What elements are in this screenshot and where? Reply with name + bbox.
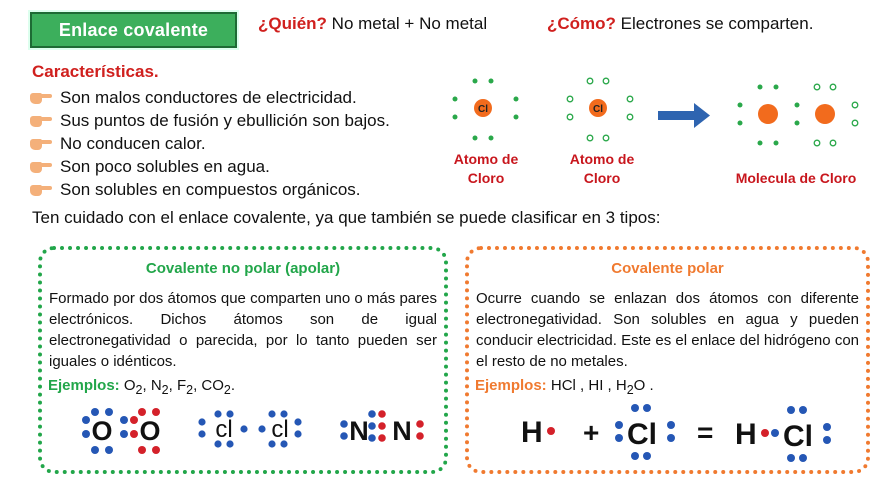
list-item: Son poco solubles en agua. bbox=[30, 155, 390, 178]
cl2-lewis-structure: cl cl bbox=[198, 410, 302, 448]
pointing-hand-icon bbox=[30, 183, 52, 197]
o-symbol-1: O bbox=[91, 416, 112, 446]
nonpolar-box: Covalente no polar (apolar) Formado por … bbox=[38, 246, 448, 474]
hcl-lewis-equation: H + Cl = H Cl bbox=[521, 404, 831, 462]
title-badge: Enlace covalente bbox=[30, 12, 237, 48]
list-item: No conducen calor. bbox=[30, 132, 390, 155]
list-item: Sus puntos de fusión y ebullición son ba… bbox=[30, 109, 390, 132]
list-item: Son solubles en compuestos orgánicos. bbox=[30, 178, 390, 201]
example-text: , N bbox=[142, 377, 162, 394]
atom-2-label-line2: Cloro bbox=[584, 170, 621, 186]
nonpolar-examples-label: Ejemplos: bbox=[48, 377, 120, 394]
polar-text: Ocurre cuando se enlazan dos átomos con … bbox=[476, 290, 859, 370]
atom-2-label-line1: Atomo de bbox=[570, 151, 635, 167]
pointing-hand-icon bbox=[30, 137, 52, 151]
hcl-molecule: H Cl bbox=[735, 406, 831, 462]
o2-lewis-structure: O O bbox=[82, 408, 161, 454]
n-symbol-2: N bbox=[392, 416, 412, 446]
polar-examples: Ejemplos: HCl , HI , H2O . bbox=[475, 377, 860, 397]
chlorine-diagram: Cl Atomo de Cloro Cl Atomo de Cloro bbox=[452, 77, 859, 186]
example-subscript: 2 bbox=[186, 383, 194, 397]
polar-box: Covalente polar Ocurre cuando se enlazan… bbox=[465, 246, 870, 474]
list-item-text: Sus puntos de fusión y ebullición son ba… bbox=[60, 111, 390, 130]
o-symbol-2: O bbox=[139, 416, 160, 446]
example-text: O . bbox=[633, 377, 654, 394]
list-item-text: No conducen calor. bbox=[60, 134, 206, 153]
how-line: ¿Cómo? Electrones se comparten. bbox=[547, 14, 813, 34]
h-symbol-2: H bbox=[735, 418, 757, 451]
n2-lewis-structure: N N bbox=[340, 410, 424, 446]
nonpolar-title: Covalente no polar (apolar) bbox=[145, 260, 341, 277]
atom-2-symbol: Cl bbox=[593, 104, 603, 115]
characteristics-title: Características. bbox=[32, 62, 159, 81]
example-text: , F bbox=[168, 377, 187, 394]
cl-atom: Cl bbox=[615, 404, 675, 460]
cl-symbol: Cl bbox=[627, 418, 657, 451]
example-text: O bbox=[123, 377, 136, 394]
h-atom: H bbox=[521, 416, 555, 449]
who-text: No metal + No metal bbox=[326, 14, 488, 33]
list-item: Son malos conductores de electricidad. bbox=[30, 86, 390, 109]
plus-sign: + bbox=[583, 417, 599, 448]
characteristics-list: Son malos conductores de electricidad. S… bbox=[30, 86, 390, 201]
how-label: ¿Cómo? bbox=[547, 14, 616, 33]
list-item-text: Son malos conductores de electricidad. bbox=[60, 88, 357, 107]
chlorine-atom-2: Cl Atomo de Cloro bbox=[566, 77, 635, 186]
who-label: ¿Quién? bbox=[258, 14, 327, 33]
example-text: HCl , HI , H bbox=[546, 377, 627, 394]
chlorine-atom-1: Cl Atomo de Cloro bbox=[452, 78, 519, 186]
example-text: . bbox=[230, 377, 236, 394]
molecule-label: Molecula de Cloro bbox=[736, 170, 857, 186]
nonpolar-examples: Ejemplos: O2, N2, F2, CO2. bbox=[48, 377, 438, 397]
pointing-hand-icon bbox=[30, 160, 52, 174]
cl-symbol-1: cl bbox=[215, 416, 232, 443]
atom-1-label-line1: Atomo de bbox=[454, 151, 519, 167]
intro-text: Ten cuidado con el enlace covalente, ya … bbox=[32, 208, 661, 227]
n-symbol-1: N bbox=[349, 416, 369, 446]
atom-1-label-line2: Cloro bbox=[468, 170, 505, 186]
polar-examples-label: Ejemplos: bbox=[475, 377, 547, 394]
pointing-hand-icon bbox=[30, 114, 52, 128]
who-line: ¿Quién? No metal + No metal bbox=[258, 14, 487, 34]
polar-title: Covalente polar bbox=[611, 260, 724, 277]
list-item-text: Son solubles en compuestos orgánicos. bbox=[60, 180, 361, 199]
cl-symbol-bonded: Cl bbox=[783, 420, 813, 453]
cl-symbol-2: cl bbox=[271, 416, 288, 443]
example-text: , CO bbox=[193, 377, 224, 394]
example-subscript: 2 bbox=[223, 383, 231, 397]
how-text: Electrones se comparten. bbox=[615, 14, 814, 33]
example-subscript: 2 bbox=[161, 383, 169, 397]
example-subscript: 2 bbox=[135, 383, 143, 397]
example-subscript: 2 bbox=[626, 383, 634, 397]
atom-1-symbol: Cl bbox=[478, 104, 488, 115]
right-arrow-icon bbox=[658, 103, 710, 128]
h-symbol-1: H bbox=[521, 416, 543, 449]
chlorine-molecule: Molecula de Cloro bbox=[736, 83, 859, 186]
list-item-text: Son poco solubles en agua. bbox=[60, 157, 270, 176]
pointing-hand-icon bbox=[30, 91, 52, 105]
equals-sign: = bbox=[697, 417, 713, 448]
nonpolar-text: Formado por dos átomos que comparten uno… bbox=[49, 290, 437, 370]
nonpolar-lewis-structures: O O cl cl bbox=[82, 408, 424, 454]
